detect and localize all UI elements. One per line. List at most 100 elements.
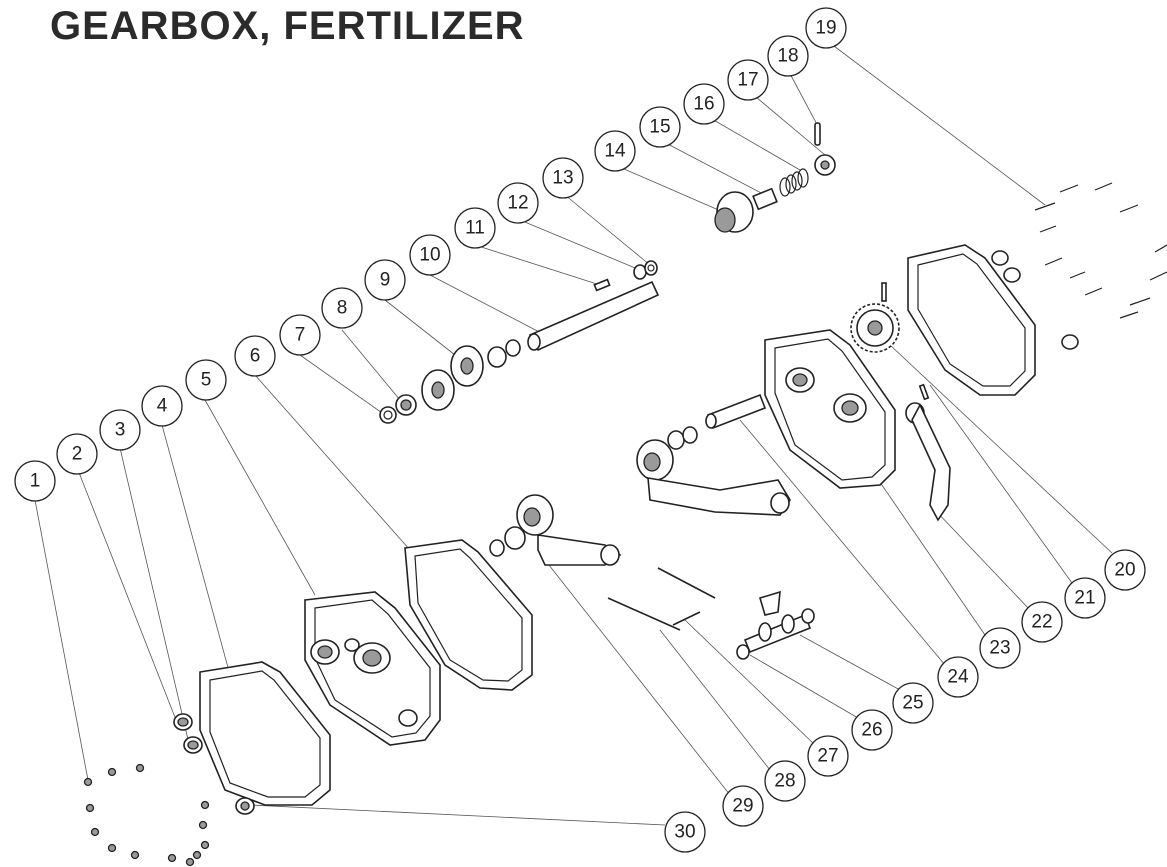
rod-27 <box>657 567 716 599</box>
leader-19 <box>825 39 1046 206</box>
washer-13 <box>644 260 658 276</box>
leader-26 <box>749 654 859 719</box>
callout-23: 23 <box>979 627 1021 669</box>
shaft-10 <box>527 280 660 352</box>
leader-lines <box>34 39 1113 826</box>
svg-text:18: 18 <box>777 46 798 67</box>
callout-3: 3 <box>99 409 141 451</box>
leader-11 <box>474 244 601 286</box>
leader-4 <box>161 424 231 676</box>
svg-text:10: 10 <box>419 245 440 266</box>
callout-19: 19 <box>805 7 847 49</box>
svg-text:5: 5 <box>201 370 212 391</box>
pin-18 <box>814 122 821 146</box>
seal-7 <box>379 406 397 424</box>
plug-3 <box>183 736 203 754</box>
leader-1 <box>34 499 89 781</box>
sprocket-14 <box>714 191 754 233</box>
callout-17: 17 <box>727 59 769 101</box>
leader-5 <box>204 399 316 596</box>
leader-23 <box>874 474 986 636</box>
washer-12 <box>633 264 647 280</box>
callout-6: 6 <box>234 335 276 377</box>
callout-24: 24 <box>937 656 979 698</box>
svg-text:2: 2 <box>72 444 83 465</box>
plug-2 <box>173 713 193 731</box>
svg-text:19: 19 <box>815 18 836 39</box>
gear-20 <box>850 282 900 353</box>
gasket-middle-6 <box>404 539 533 691</box>
rocker-arm-upper <box>636 426 791 516</box>
svg-text:13: 13 <box>552 168 573 189</box>
svg-text:17: 17 <box>737 70 758 91</box>
callout-8: 8 <box>321 287 363 329</box>
leader-8 <box>341 329 401 401</box>
svg-text:23: 23 <box>989 638 1010 659</box>
gasket-rear <box>907 244 1079 396</box>
leader-17 <box>749 91 826 156</box>
pin-21 <box>918 383 930 401</box>
svg-text:29: 29 <box>732 796 753 817</box>
leader-16 <box>704 114 801 171</box>
svg-text:6: 6 <box>250 346 261 367</box>
cam-wheel-9 <box>421 339 521 411</box>
leader-3 <box>119 447 191 749</box>
leader-9 <box>384 299 456 356</box>
leader-28 <box>659 629 771 771</box>
bolts-19 <box>1034 182 1167 319</box>
callout-9: 9 <box>364 259 406 301</box>
leader-29 <box>544 559 731 796</box>
leader-20 <box>889 344 1113 554</box>
svg-text:21: 21 <box>1074 588 1095 609</box>
pin-rod <box>672 611 701 626</box>
nuts-1 <box>83 763 210 867</box>
svg-text:9: 9 <box>380 270 391 291</box>
diagram-title: GEARBOX, FERTILIZER <box>50 4 525 48</box>
leader-12 <box>519 219 641 271</box>
callout-14: 14 <box>594 130 636 172</box>
bearing-8 <box>395 394 417 416</box>
leader-21 <box>929 384 1073 584</box>
leader-30 <box>249 804 666 826</box>
callouts: 1 2 3 4 5 6 7 8 9 10 11 12 13 14 15 16 1… <box>14 7 1146 853</box>
svg-text:14: 14 <box>604 141 626 162</box>
callout-18: 18 <box>767 35 809 77</box>
svg-text:8: 8 <box>337 298 348 319</box>
svg-text:20: 20 <box>1114 560 1135 581</box>
ring-26 <box>736 644 750 660</box>
callout-12: 12 <box>497 182 539 224</box>
rod-28 <box>607 597 681 631</box>
housing-rear-23 <box>764 329 896 489</box>
svg-text:24: 24 <box>947 667 969 688</box>
callout-7: 7 <box>279 314 321 356</box>
svg-text:4: 4 <box>157 396 168 417</box>
spring-16 <box>779 168 809 197</box>
callout-25: 25 <box>892 682 934 724</box>
callout-30: 30 <box>664 811 706 853</box>
callout-10: 10 <box>409 234 451 276</box>
callout-13: 13 <box>542 157 584 199</box>
svg-text:30: 30 <box>674 822 695 843</box>
housing-cover-5 <box>304 591 441 746</box>
svg-text:11: 11 <box>465 218 485 239</box>
leader-13 <box>564 194 651 266</box>
svg-text:22: 22 <box>1031 612 1052 633</box>
callout-26: 26 <box>851 709 893 751</box>
rocker-arm-29 <box>489 494 622 566</box>
svg-text:3: 3 <box>115 420 126 441</box>
svg-text:16: 16 <box>693 94 714 115</box>
lever-arm-22 <box>905 402 951 522</box>
callout-1: 1 <box>14 460 56 502</box>
gasket-front-4 <box>199 661 331 806</box>
leader-25 <box>799 634 901 691</box>
svg-text:7: 7 <box>295 325 306 346</box>
leader-15 <box>659 139 766 196</box>
leader-10 <box>429 274 546 336</box>
svg-text:25: 25 <box>902 693 923 714</box>
leader-7 <box>299 354 386 416</box>
collar-15 <box>752 187 778 211</box>
callout-21: 21 <box>1064 577 1106 619</box>
svg-text:27: 27 <box>817 746 838 767</box>
